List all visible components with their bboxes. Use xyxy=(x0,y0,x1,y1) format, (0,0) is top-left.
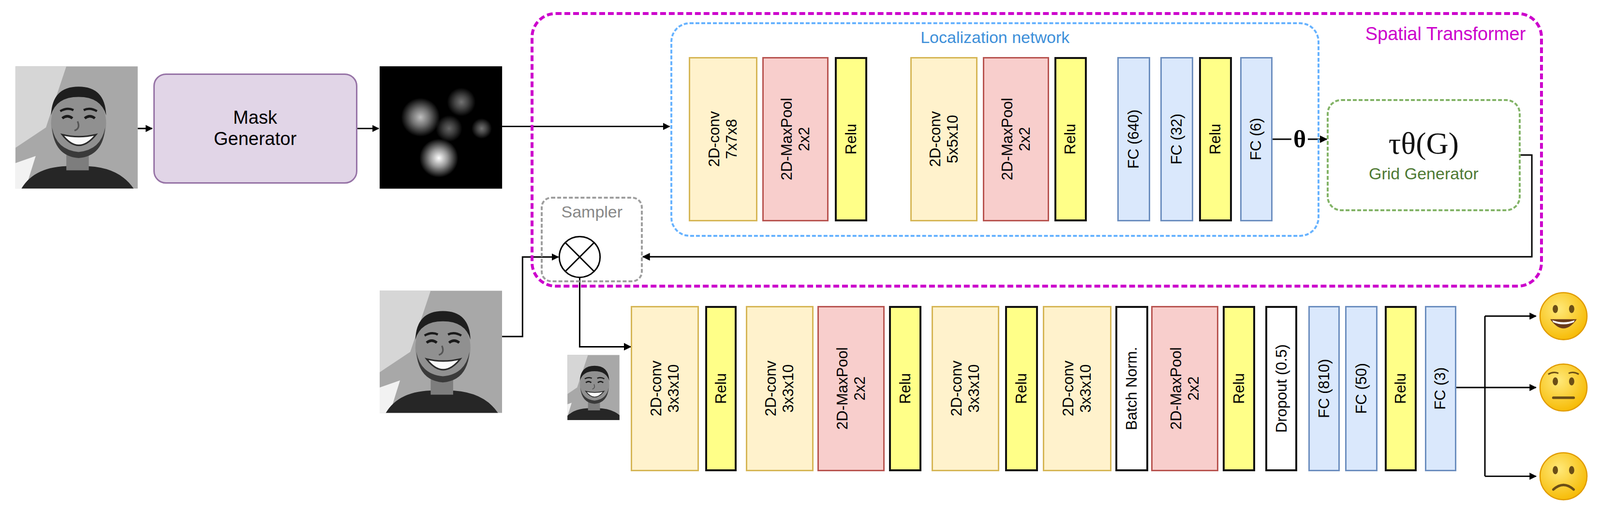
input-photo xyxy=(379,290,503,414)
layer-box: Relu xyxy=(705,306,737,472)
layer-label: FC (6) xyxy=(1247,118,1266,161)
attention-mask xyxy=(379,66,503,189)
layer-label: FC (810) xyxy=(1315,359,1334,419)
multiply-circle xyxy=(559,237,600,278)
mask-blob xyxy=(419,138,459,178)
layer-box: Relu xyxy=(834,57,868,222)
group-region: Localization network 2D-conv 7x7x8 2D-MaxP… xyxy=(670,22,1320,237)
layer-box: FC (810) xyxy=(1308,306,1340,472)
module-box: τθ(G) Grid Generator xyxy=(1326,99,1521,212)
layer-label: Relu xyxy=(1012,373,1031,405)
layer-box: FC (640) xyxy=(1117,57,1151,222)
mask-blob xyxy=(471,118,492,139)
layer-box: 2D-conv 7x7x8 xyxy=(688,57,757,222)
flow-arrow xyxy=(1484,315,1537,318)
layer-label: FC (640) xyxy=(1125,109,1143,169)
layer-box: Relu xyxy=(888,306,922,472)
multiply-symbol xyxy=(559,237,600,278)
transformed-photo xyxy=(560,355,626,421)
layer-box: Relu xyxy=(1384,306,1417,472)
mask-blob xyxy=(435,115,463,142)
layer-box: 2D-conv 3x3x10 xyxy=(1042,306,1112,472)
module-label: Grid Generator xyxy=(1368,164,1479,184)
layer-label: Relu xyxy=(1230,373,1248,405)
layer-label: 2D-MaxPool 2x2 xyxy=(833,344,869,433)
layer-label: 2D-conv 3x3x10 xyxy=(1059,358,1095,420)
multiply-cross xyxy=(565,242,595,272)
layer-box: Batch Norm. xyxy=(1115,306,1149,472)
flow-arrow xyxy=(1484,386,1537,389)
layer-label: Relu xyxy=(712,373,730,405)
layer-box: 2D-conv 5x5x10 xyxy=(910,57,978,222)
layer-box: 2D-MaxPool 2x2 xyxy=(982,57,1050,222)
module-label: τθ(G) xyxy=(1388,126,1459,161)
layer-label: Relu xyxy=(1062,123,1080,155)
layer-label: Relu xyxy=(896,373,915,405)
flow-arrow xyxy=(1484,475,1537,478)
layer-label: FC (3) xyxy=(1431,367,1450,411)
layer-label: FC (50) xyxy=(1352,363,1371,415)
layer-box: 2D-conv 3x3x10 xyxy=(630,306,699,472)
group-heading: Localization network xyxy=(672,28,1318,47)
layer-box: Relu xyxy=(1054,57,1088,222)
layer-box: FC (3) xyxy=(1424,306,1457,472)
layer-box: FC (6) xyxy=(1240,57,1274,222)
mask-blob xyxy=(400,98,440,137)
layer-box: Relu xyxy=(1222,306,1256,472)
layer-box: 2D-MaxPool 2x2 xyxy=(1151,306,1219,472)
flow-arrow xyxy=(502,125,670,128)
mask-blob xyxy=(446,87,476,117)
layer-box: Relu xyxy=(1199,57,1232,222)
layer-box: FC (50) xyxy=(1345,306,1378,472)
layer-box: FC (32) xyxy=(1160,57,1194,222)
flow-wire xyxy=(1456,316,1485,477)
neutral-emoji xyxy=(1540,364,1587,412)
flow-arrow xyxy=(137,127,153,130)
edge-label: θ xyxy=(1291,125,1308,153)
layer-label: 2D-conv 7x7x8 xyxy=(705,108,741,170)
flow-arrow xyxy=(356,127,379,130)
layer-label: 2D-MaxPool 2x2 xyxy=(1167,344,1202,433)
layer-box: Dropout (0.5) xyxy=(1265,306,1297,472)
layer-label: 2D-conv 3x3x10 xyxy=(948,358,983,420)
layer-box: 2D-MaxPool 2x2 xyxy=(817,306,885,472)
mask-ground xyxy=(379,66,503,189)
layer-label: Dropout (0.5) xyxy=(1272,344,1290,434)
layer-box: 2D-conv 3x3x10 xyxy=(745,306,814,472)
module-box: Sampler xyxy=(540,196,643,283)
layer-label: 2D-MaxPool 2x2 xyxy=(998,95,1034,183)
layer-box: 2D-MaxPool 2x2 xyxy=(762,57,829,222)
process-box: Mask Generator xyxy=(153,73,358,184)
layer-box: 2D-conv 3x3x10 xyxy=(931,306,999,472)
sad-emoji xyxy=(1540,453,1587,501)
flow-arrow xyxy=(502,257,559,338)
module-label: Sampler xyxy=(542,202,641,222)
layer-label: Relu xyxy=(1206,123,1225,155)
layer-label: Batch Norm. xyxy=(1123,347,1141,431)
layer-label: 2D-conv 3x3x10 xyxy=(762,358,797,420)
input-photo xyxy=(15,66,138,189)
connector xyxy=(579,282,631,347)
layer-label: 2D-MaxPool 2x2 xyxy=(778,95,813,183)
layer-box: Relu xyxy=(1005,306,1038,472)
layer-label: Relu xyxy=(842,123,860,155)
group-region: Spatial TransformerLocalization network2… xyxy=(530,12,1543,288)
layer-label: Relu xyxy=(1392,373,1410,405)
layer-label: 2D-conv 3x3x10 xyxy=(647,358,682,420)
box-label: Mask Generator xyxy=(211,107,300,150)
layer-label: 2D-conv 5x5x10 xyxy=(926,108,962,170)
happy-emoji xyxy=(1540,293,1587,341)
layer-label: FC (32) xyxy=(1168,113,1186,165)
